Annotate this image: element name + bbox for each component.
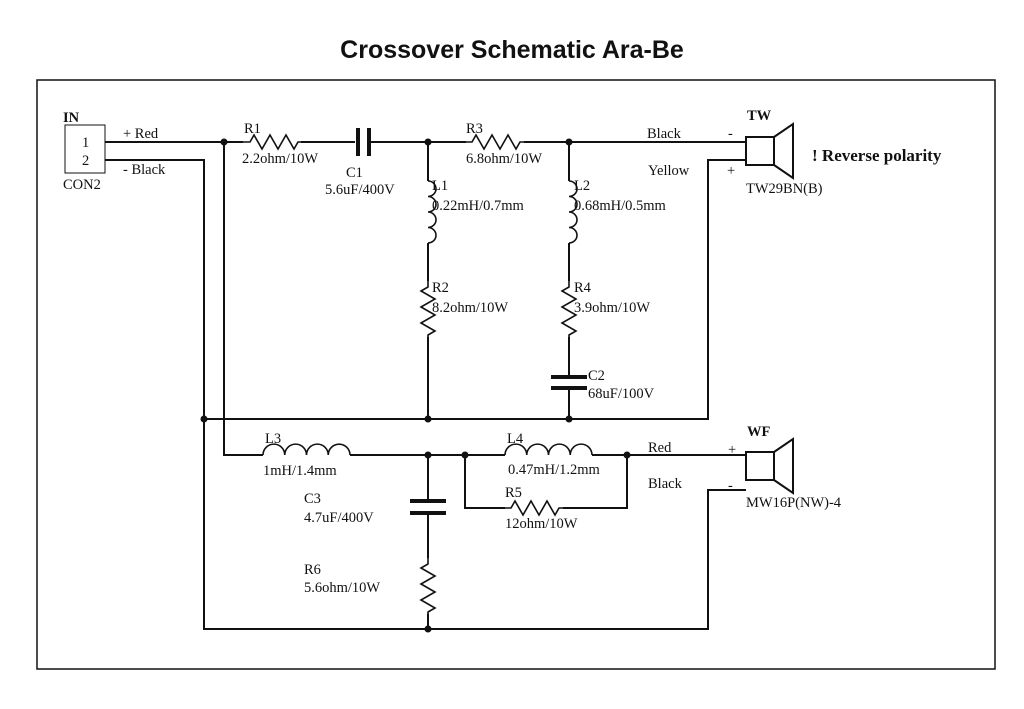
- capacitor-c3: C3 4.7uF/400V: [304, 491, 446, 526]
- r6-ref: R6: [304, 562, 321, 578]
- resistor-r2: R2 8.2ohm/10W: [419, 280, 508, 337]
- tweeter-wire-bottom: Yellow: [648, 163, 690, 179]
- connector-pin-1: 1: [82, 135, 89, 151]
- c2-ref: C2: [588, 368, 605, 384]
- l4-value: 0.47mH/1.2mm: [508, 462, 601, 478]
- capacitor-c1: C1 5.6uF/400V: [325, 128, 395, 198]
- inductor-l4: L4 0.47mH/1.2mm: [504, 431, 601, 478]
- input-connector: IN 1 2 CON2 + Red - Black: [63, 110, 166, 193]
- tweeter-model: TW29BN(B): [746, 181, 823, 197]
- inductor-l2: L2 0.68mH/0.5mm: [568, 178, 667, 244]
- tweeter-sign-bottom: +: [727, 163, 735, 179]
- l2-value: 0.68mH/0.5mm: [574, 198, 667, 214]
- diagram-title: Crossover Schematic Ara-Be: [340, 36, 684, 64]
- l4-ref: L4: [507, 431, 524, 447]
- resistor-r5: R5 12ohm/10W: [505, 485, 578, 532]
- r4-ref: R4: [574, 280, 592, 296]
- wires: [105, 141, 746, 630]
- c3-value: 4.7uF/400V: [304, 510, 374, 526]
- c3-ref: C3: [304, 491, 321, 507]
- l3-value: 1mH/1.4mm: [263, 463, 337, 479]
- l3-ref: L3: [265, 431, 281, 447]
- resistor-r1: R1 2.2ohm/10W: [242, 121, 318, 167]
- inductor-l1: L1 0.22mH/0.7mm: [427, 178, 525, 244]
- junction-dots: [200, 138, 631, 633]
- r3-ref: R3: [466, 121, 483, 137]
- l1-value: 0.22mH/0.7mm: [432, 198, 525, 214]
- r6-value: 5.6ohm/10W: [304, 580, 380, 596]
- pin1-wire-label: + Red: [123, 126, 159, 142]
- r2-value: 8.2ohm/10W: [432, 300, 508, 316]
- r1-ref: R1: [244, 121, 261, 137]
- resistor-r4: R4 3.9ohm/10W: [560, 280, 650, 337]
- woofer-label: WF: [747, 424, 771, 440]
- border-frame: [36, 79, 996, 670]
- c2-value: 68uF/100V: [588, 386, 655, 402]
- r5-ref: R5: [505, 485, 522, 501]
- woofer-speaker: WF + - Red Black MW16P(NW)-4: [648, 424, 842, 511]
- wire-r5-left: [464, 455, 505, 509]
- connector-pin-2: 2: [82, 153, 89, 169]
- wire-r5-right: [563, 455, 628, 509]
- tweeter-wire-top: Black: [647, 126, 682, 142]
- inductor-l3: L3 1mH/1.4mm: [262, 431, 351, 479]
- woofer-sign-bottom: -: [728, 478, 733, 494]
- tweeter-sign-top: -: [728, 126, 733, 142]
- wire-ground-bus: [204, 159, 746, 420]
- pin2-wire-label: - Black: [123, 162, 166, 178]
- woofer-sign-top: +: [728, 442, 736, 458]
- connector-label-con2: CON2: [63, 177, 101, 193]
- wire-r1-node-down: [223, 142, 263, 456]
- resistor-r3: R3 6.8ohm/10W: [466, 121, 542, 167]
- c1-value: 5.6uF/400V: [325, 182, 395, 198]
- woofer-wire-top: Red: [648, 440, 672, 456]
- tweeter-speaker: TW - + Black Yellow TW29BN(B) ! Reverse …: [647, 108, 942, 197]
- c1-ref: C1: [346, 165, 363, 181]
- connector-label-in: IN: [63, 110, 80, 126]
- wire-r6-bottom: [427, 489, 746, 630]
- l1-ref: L1: [432, 178, 448, 194]
- reverse-polarity-note: ! Reverse polarity: [812, 146, 942, 165]
- wire-ground-left: [105, 159, 428, 630]
- r3-value: 6.8ohm/10W: [466, 151, 542, 167]
- woofer-wire-bottom: Black: [648, 476, 683, 492]
- r1-value: 2.2ohm/10W: [242, 151, 318, 167]
- r2-ref: R2: [432, 280, 449, 296]
- r5-value: 12ohm/10W: [505, 516, 578, 532]
- r4-value: 3.9ohm/10W: [574, 300, 650, 316]
- woofer-model: MW16P(NW)-4: [746, 495, 842, 511]
- l2-ref: L2: [574, 178, 590, 194]
- capacitor-c2: C2 68uF/100V: [551, 368, 655, 402]
- resistor-r6: R6 5.6ohm/10W: [304, 558, 437, 614]
- tweeter-label: TW: [747, 108, 772, 124]
